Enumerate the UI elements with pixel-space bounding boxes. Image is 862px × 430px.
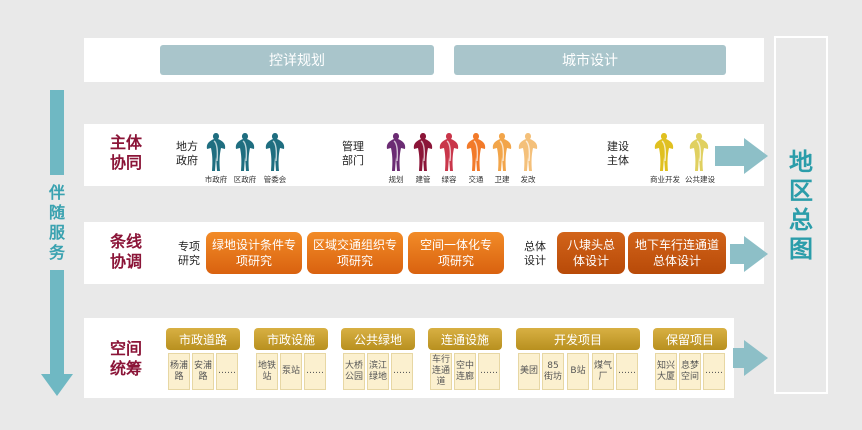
figure-label: 公共建设 [685, 175, 715, 184]
group-cell: 空中连廊 [454, 353, 476, 390]
group-cell: B站 [567, 353, 589, 390]
person-icon [654, 133, 674, 171]
person-icon [265, 133, 285, 171]
research-box-green: 绿地设计条件专项研究 [206, 232, 302, 274]
left-label: 伴随服务 [48, 183, 65, 262]
group-head: 市政设施 [254, 328, 328, 350]
row1-group3-label: 建设主体 [607, 140, 629, 167]
row1-group2-label: 管理部门 [342, 140, 364, 167]
row2-label2: 总体设计 [524, 240, 546, 267]
group-cell: …… [304, 353, 326, 390]
group-cell: 滨江绿地 [367, 353, 389, 390]
person-icon [466, 133, 486, 171]
person-icon [386, 133, 406, 171]
left-arrow-head [41, 374, 73, 396]
figure-label: 交通 [468, 175, 484, 184]
row3-arrow-head [744, 340, 768, 376]
group-head: 市政道路 [166, 328, 240, 350]
row3-arrow-body [733, 348, 745, 368]
person-icon [439, 133, 459, 171]
figure-label: 发改 [520, 175, 536, 184]
row1-arrow-head [744, 138, 768, 174]
person-icon [235, 133, 255, 171]
design-box-underground: 地下车行连通道总体设计 [628, 232, 726, 274]
person-icon [689, 133, 709, 171]
group-cell: 杨浦路 [168, 353, 190, 390]
left-bar-top [50, 90, 64, 175]
row2-arrow-head [744, 236, 768, 272]
figure-label: 区政府 [233, 175, 257, 184]
figure-label: 卫建 [494, 175, 510, 184]
group-cell: 车行连通道 [430, 353, 452, 390]
group-cell: …… [391, 353, 413, 390]
left-bar-bottom [50, 270, 64, 376]
group-cell: 息梦空间 [679, 353, 701, 390]
right-label: 地区总图 [789, 148, 813, 263]
group-cell: …… [478, 353, 500, 390]
header-left-bar: 控详规划 [160, 45, 434, 75]
group-cell: 安浦路 [192, 353, 214, 390]
group-head: 开发项目 [516, 328, 640, 350]
row3-title: 空间统筹 [109, 339, 142, 378]
person-icon [413, 133, 433, 171]
person-icon [206, 133, 226, 171]
figure-label: 绿容 [441, 175, 457, 184]
row1-group1-label: 地方政府 [176, 140, 198, 167]
group-cell: …… [616, 353, 638, 390]
row1-title: 主体协同 [109, 133, 142, 172]
row2-label1: 专项研究 [178, 240, 200, 267]
row1-arrow-body [715, 146, 745, 166]
design-box-badaitou: 八埭头总体设计 [557, 232, 625, 274]
right-panel [774, 36, 828, 394]
group-cell: 美团 [518, 353, 540, 390]
figure-label: 管委会 [263, 175, 287, 184]
header-right-bar: 城市设计 [454, 45, 726, 75]
group-cell: 大桥公园 [343, 353, 365, 390]
group-cell: …… [703, 353, 725, 390]
figure-label: 商业开发 [650, 175, 680, 184]
person-icon [492, 133, 512, 171]
group-head: 公共绿地 [341, 328, 415, 350]
person-icon [518, 133, 538, 171]
row2-title: 条线协调 [109, 232, 142, 271]
group-cell: 地铁站 [256, 353, 278, 390]
group-head: 保留项目 [653, 328, 727, 350]
figure-label: 规划 [388, 175, 404, 184]
figure-label: 建管 [415, 175, 431, 184]
group-head: 连通设施 [428, 328, 502, 350]
figure-label: 市政府 [204, 175, 228, 184]
group-cell: 85街坊 [542, 353, 564, 390]
group-cell: 煤气厂 [592, 353, 614, 390]
research-box-traffic: 区域交通组织专项研究 [307, 232, 403, 274]
group-cell: 泵站 [280, 353, 302, 390]
row2-arrow-body [730, 244, 745, 264]
group-cell: …… [216, 353, 238, 390]
group-cell: 知兴大厦 [655, 353, 677, 390]
research-box-space: 空间一体化专项研究 [408, 232, 504, 274]
